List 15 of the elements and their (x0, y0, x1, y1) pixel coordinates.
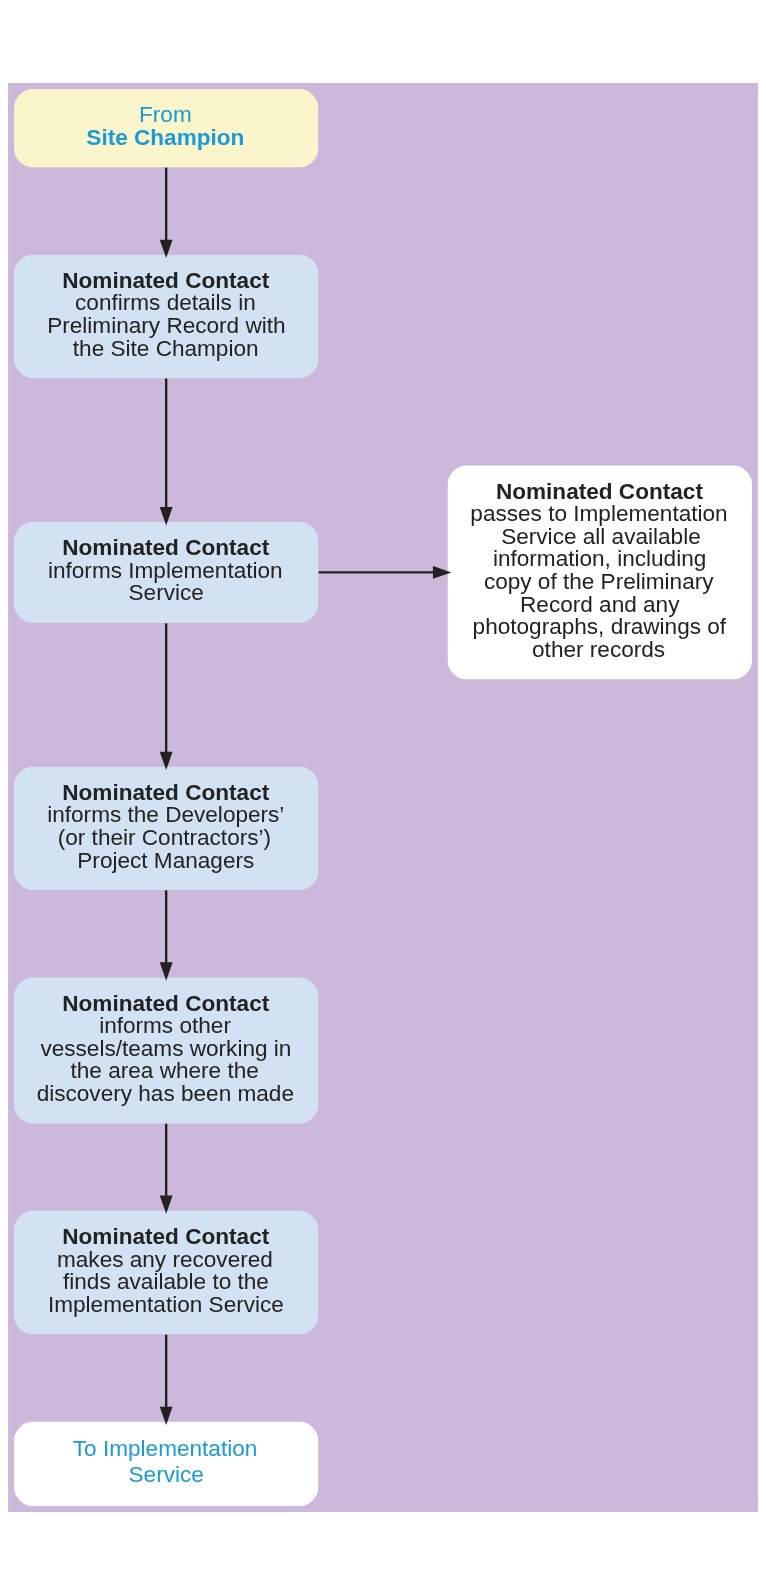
node-box: Nominated Contact confirms details in Preliminary Record with the Site Champion (14, 254, 319, 378)
node-box: Nominated Contact informs Implementation Service (14, 521, 319, 623)
node-box: Nominated Contact passes to Implementation Service all available information, including copy of the Preliminary Record and any photographs, drawings of other records (447, 464, 752, 679)
arrow (159, 622, 173, 770)
node-box: From Site Champion (14, 88, 319, 167)
arrow (159, 889, 173, 981)
node-box: Nominated Contact informs other vessels/teams working in the area where the discovery has been made (14, 976, 319, 1123)
arrow (159, 167, 173, 258)
node-box: Nominated Contact informs the Developers’ (or their Contractors’) Project Managers (14, 766, 319, 890)
arrow (159, 1123, 173, 1214)
node-box: To Implementation Service (14, 1421, 319, 1506)
arrow (159, 1334, 173, 1425)
node-box: Nominated Contact makes any recovered finds available to the Implementation Service (14, 1210, 319, 1334)
arrow (318, 565, 452, 579)
arrow (159, 378, 173, 525)
